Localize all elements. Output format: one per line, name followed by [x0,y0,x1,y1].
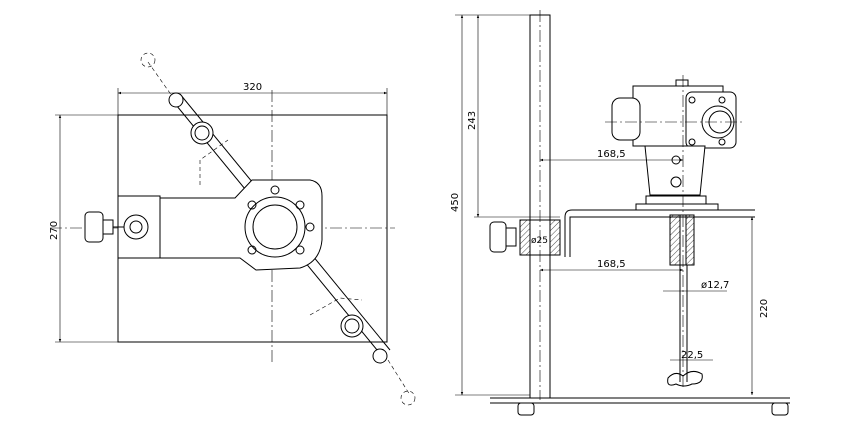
propeller-label: 22,5 [681,350,703,361]
clamp-knob [84,211,124,243]
propeller [667,370,703,387]
width-dim-label: 320 [243,82,262,93]
side-view: 450 243 ø25 [450,10,790,416]
shaft-length-label: 220 [759,299,770,318]
shaft-offset-label: 168,5 [597,259,626,270]
pole-diameter-label: ø25 [531,236,548,246]
clamp-bracket [117,179,323,271]
top-view: 320 270 [49,52,416,406]
height-dim-label: 270 [49,221,60,240]
shaft-diameter-label: ø12,7 [701,280,729,291]
pole-clamp: ø25 [489,219,561,256]
motor-offset-label: 168,5 [597,149,626,160]
motor [605,75,745,390]
foot-right [771,402,789,416]
total-height-label: 450 [450,193,461,212]
foot-left [517,402,535,416]
clamp-height-label: 243 [467,111,478,130]
motor-bracket [564,209,755,257]
